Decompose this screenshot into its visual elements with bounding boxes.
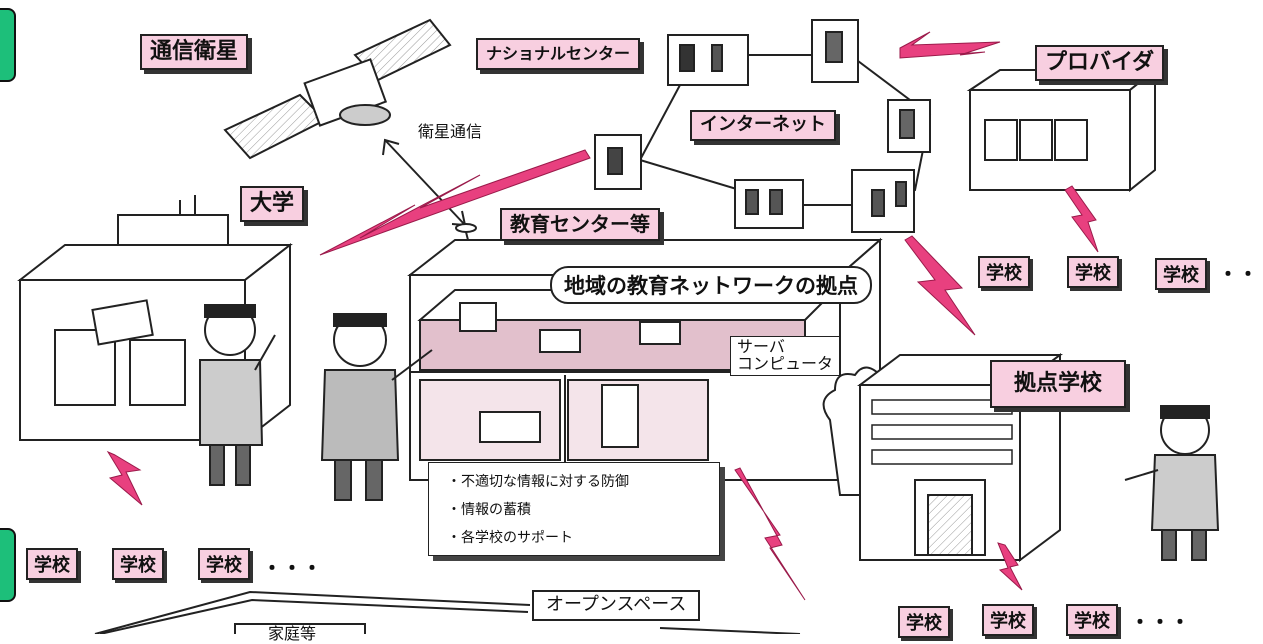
- center-function-item: ・各学校のサポート: [447, 530, 573, 546]
- people: [199, 304, 1220, 561]
- label-open-space: オープンスペース: [532, 590, 701, 621]
- label-satellite: 通信衛星: [140, 34, 249, 70]
- label-university: 大学: [240, 186, 305, 222]
- education-center-building: [407, 223, 883, 483]
- person-center: [320, 313, 433, 501]
- edge-tab-top: [0, 8, 16, 82]
- label-internet: インターネット: [690, 110, 836, 141]
- person-hub-school: [1124, 405, 1220, 561]
- internet-servers: [594, 19, 931, 233]
- school-label: 学校: [978, 256, 1030, 288]
- label-regional-hub: 地域の教育ネットワークの拠点: [550, 266, 872, 304]
- provider-building: [966, 67, 1158, 193]
- school-label: 学校: [1066, 604, 1118, 636]
- school-label: 学校: [898, 606, 950, 638]
- ellipsis: ・・・: [1130, 610, 1190, 634]
- center-function-item: ・情報の蓄積: [447, 502, 531, 518]
- school-label: 学校: [1067, 256, 1119, 288]
- ellipsis: ・・・: [262, 556, 322, 580]
- open-space-roof: [94, 590, 801, 634]
- label-hub-school: 拠点学校: [990, 360, 1127, 408]
- lightning-bolts: [106, 31, 1099, 601]
- school-label: 学校: [26, 548, 78, 580]
- label-national-center: ナショナルセンター: [476, 38, 641, 70]
- label-education-center: 教育センター等: [500, 208, 660, 241]
- school-label: 学校: [198, 548, 250, 580]
- label-home-partial: 家庭等: [268, 624, 317, 643]
- center-function-item: ・不適切な情報に対する防御: [447, 474, 629, 490]
- center-functions-list: ・不適切な情報に対する防御 ・情報の蓄積 ・各学校のサポート: [428, 462, 720, 556]
- school-label: 学校: [1155, 258, 1207, 290]
- edge-tab-bottom: [0, 528, 16, 602]
- label-provider: プロバイダ: [1035, 45, 1165, 81]
- school-label: 学校: [982, 604, 1034, 636]
- satellite-illustration: [223, 18, 452, 160]
- school-label: 学校: [112, 548, 164, 580]
- label-satellite-comm: 衛星通信: [418, 122, 483, 142]
- person-university: [199, 304, 276, 486]
- ellipsis: ・・・: [1218, 262, 1263, 286]
- label-server-computer: サーバ コンピュータ: [730, 336, 841, 376]
